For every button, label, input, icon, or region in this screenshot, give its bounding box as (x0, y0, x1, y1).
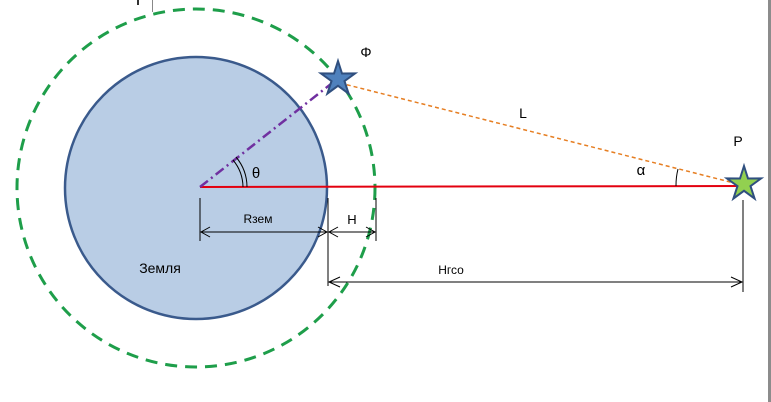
theta-label: θ (252, 165, 260, 182)
h-geo-label: Hгсо (438, 263, 464, 277)
phi-star-icon (317, 57, 359, 97)
l-label: L (519, 105, 527, 121)
right-edge-border (768, 0, 771, 402)
earth-label: Земля (139, 260, 181, 276)
center-to-p-line (199, 185, 743, 188)
alpha-label: α (637, 162, 646, 179)
orbit-circle (15, 7, 377, 369)
center-to-phi-line (199, 79, 337, 188)
top-mark-left (137, 0, 139, 5)
p-label: P (733, 133, 742, 149)
alpha-arc (675, 168, 679, 187)
h-arrow-left (327, 226, 339, 238)
r-earth-arrow-left (199, 226, 211, 238)
r-earth-arrow-right (317, 226, 329, 238)
phi-to-p-line (339, 82, 743, 186)
hgeo-arrow-left (327, 276, 341, 288)
earth-circle (63, 55, 329, 321)
top-mark-right (152, 0, 153, 12)
theta-arc-outer (235, 156, 248, 188)
h-arrow-right (365, 226, 377, 238)
phi-label: Φ (360, 44, 371, 60)
theta-arc-inner (232, 159, 244, 188)
p-star-icon (723, 162, 765, 202)
h-label: H (347, 212, 356, 227)
r-earth-label: Rзем (244, 212, 273, 226)
hgeo-arrow-right (730, 276, 744, 288)
